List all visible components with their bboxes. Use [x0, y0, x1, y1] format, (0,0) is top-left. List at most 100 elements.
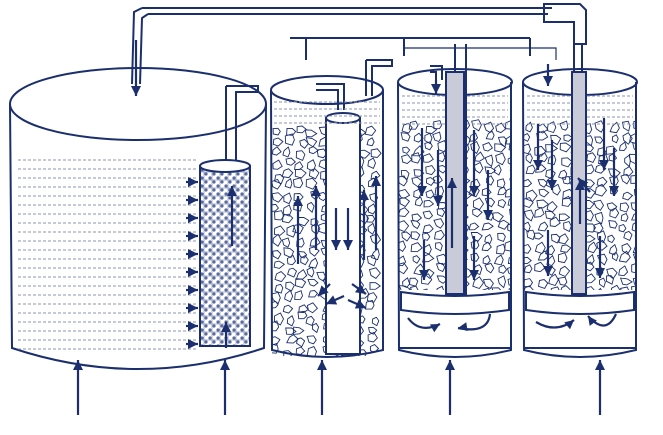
gravel-stone	[632, 277, 636, 286]
gravel-stone	[282, 146, 291, 158]
gravel-stone	[272, 320, 280, 332]
gravel-stone	[525, 164, 536, 175]
gravel-stone	[401, 154, 413, 165]
arrow-down-icon	[317, 283, 331, 297]
gravel-stone	[272, 342, 279, 354]
gravel-stone	[284, 289, 294, 303]
gravel-stone	[272, 300, 279, 309]
gravel-stone	[305, 177, 318, 190]
gravel-stone	[295, 346, 306, 355]
gravel-stone	[594, 136, 604, 144]
gravel-stone	[620, 212, 629, 222]
arrow-right-icon	[186, 249, 198, 259]
gravel-stone	[507, 223, 511, 233]
arrow-down-icon	[595, 236, 605, 278]
gravel-stone	[306, 266, 315, 278]
gravel-stone	[468, 132, 479, 142]
gravel-stone	[484, 166, 497, 175]
gravel-stone	[308, 290, 319, 298]
gravel-stone	[594, 120, 606, 133]
gravel-stone	[435, 262, 446, 273]
gravel-stone	[484, 154, 494, 168]
arrow-right-icon	[186, 339, 198, 349]
gravel-stone	[410, 220, 421, 230]
gravel-stone	[472, 197, 485, 211]
arrow-right-icon	[186, 303, 198, 313]
arrow-down-icon	[331, 208, 341, 250]
gravel-stone	[411, 176, 423, 188]
gravel-stone	[368, 267, 381, 279]
gravel-stone	[367, 222, 376, 235]
gravel-stone	[594, 183, 608, 197]
gravel-stone	[468, 222, 480, 231]
gravel-stone	[369, 233, 382, 245]
gravel-stone	[562, 188, 575, 200]
flow-arrows	[73, 40, 636, 415]
gravel-stone	[436, 275, 449, 284]
gravel-stone	[296, 237, 305, 248]
gravel-stone	[423, 199, 435, 208]
gravel-stone	[306, 159, 316, 172]
gravel-stone	[537, 250, 549, 261]
gravel-stone	[470, 140, 480, 155]
gravel-stone	[410, 285, 419, 290]
gravel-stone	[308, 146, 319, 155]
gravel-stone	[281, 168, 294, 179]
gravel-stone	[594, 211, 604, 225]
gravel-stone	[421, 273, 433, 285]
arrow-up-icon	[227, 186, 237, 246]
gravel-stone	[282, 213, 294, 224]
arrow-down-icon	[419, 240, 429, 280]
gravel-stone	[628, 153, 636, 165]
gravel-stone	[308, 168, 320, 180]
gravel-stone	[399, 197, 411, 208]
gravel-stone	[399, 207, 410, 217]
gravel-stone	[311, 322, 320, 334]
gravel-stone	[472, 276, 485, 290]
gravel-stone	[410, 242, 423, 253]
gravel-stone	[599, 277, 606, 288]
gravel-stone	[497, 219, 510, 230]
swirl-arrow-icon	[587, 313, 618, 327]
gravel-stone	[631, 221, 636, 232]
gravel-stone	[472, 208, 483, 218]
gravel-stone	[505, 120, 511, 130]
gravel-stone	[366, 137, 375, 147]
gravel-stone	[297, 250, 308, 259]
gravel-stone	[273, 260, 286, 269]
gravel-stone	[292, 224, 304, 235]
gravel-stone	[524, 285, 534, 290]
swirl-arrow-icon	[407, 317, 441, 333]
gravel-stone	[283, 192, 292, 205]
gravel-stone	[623, 230, 633, 242]
gravel-stone	[544, 210, 556, 220]
gravel-stone	[492, 212, 504, 223]
gravel-stone	[596, 176, 608, 187]
arrow-right-icon	[186, 177, 198, 187]
gravel-stone	[369, 282, 381, 290]
gravel-stone	[309, 246, 320, 257]
arrow-down-icon	[599, 118, 609, 170]
gravel-stone	[632, 245, 636, 253]
arrow-down-icon	[325, 294, 345, 306]
gravel-stone	[367, 331, 378, 343]
gravel-stone	[367, 177, 377, 188]
gravel-stone	[295, 278, 307, 289]
gravel-stone	[506, 266, 511, 275]
gravel-stone	[634, 168, 636, 175]
arrow-up-icon	[73, 360, 83, 415]
gravel-stone	[587, 241, 598, 254]
gravel-stone	[586, 152, 597, 163]
gravel-stone	[559, 120, 569, 131]
gravel-stone	[498, 264, 508, 274]
gravel-stone	[525, 189, 538, 203]
gravel-stone	[605, 145, 618, 155]
gravel-stone	[370, 148, 382, 158]
gravel-stone	[305, 315, 315, 326]
storage-tank	[9, 67, 267, 370]
gravel-stone	[274, 312, 285, 326]
gravel-stone	[286, 254, 297, 266]
gravel-stone	[484, 197, 496, 208]
gravel-stone	[368, 326, 378, 335]
gravel-stone	[298, 217, 310, 227]
